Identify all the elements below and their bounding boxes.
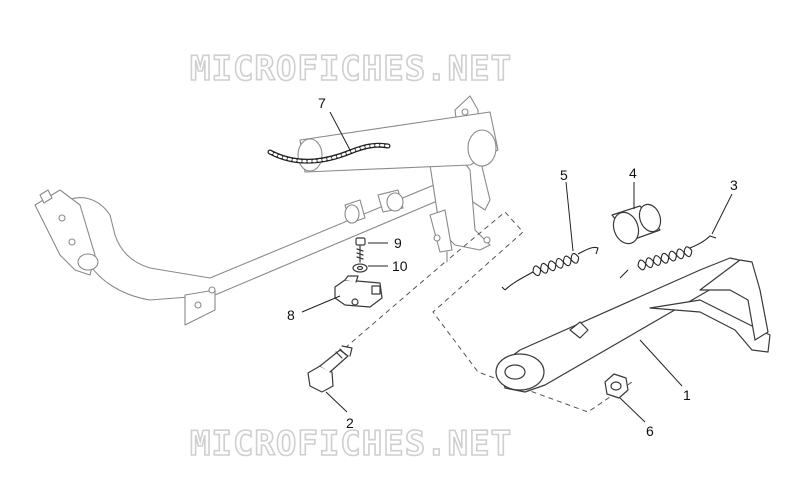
part-3-spring bbox=[619, 235, 717, 279]
leader-2 bbox=[325, 391, 348, 413]
watermark-bottom: MICROFICHES.NET bbox=[190, 424, 512, 464]
leader-6 bbox=[619, 397, 646, 423]
leader-7 bbox=[329, 111, 351, 151]
callout-7: 7 bbox=[318, 95, 326, 111]
pivot-tube bbox=[297, 111, 499, 173]
callout-1: 1 bbox=[683, 387, 691, 403]
callout-10: 10 bbox=[392, 258, 408, 274]
part-10-washer bbox=[352, 263, 368, 273]
part-6-nut bbox=[604, 373, 629, 399]
part-9-screw bbox=[355, 237, 366, 263]
callout-9: 9 bbox=[394, 235, 402, 251]
part-8-switch bbox=[334, 275, 383, 308]
callout-8: 8 bbox=[287, 307, 295, 323]
frame-tube bbox=[34, 169, 476, 326]
part-2-bolt bbox=[307, 345, 353, 393]
callout-4: 4 bbox=[629, 165, 637, 181]
part-1-side-stand bbox=[495, 257, 771, 393]
callouts: 1 2 3 4 5 6 7 8 9 10 bbox=[287, 95, 738, 439]
part-5-spring bbox=[501, 246, 599, 291]
alignment-path-stand bbox=[432, 211, 633, 413]
watermark-top: MICROFICHES.NET bbox=[190, 49, 512, 89]
leader-5 bbox=[565, 181, 574, 252]
leader-3 bbox=[711, 193, 733, 235]
callout-6: 6 bbox=[646, 423, 654, 439]
part-4-bushing bbox=[611, 203, 662, 245]
callout-5: 5 bbox=[560, 167, 568, 183]
callout-2: 2 bbox=[346, 415, 354, 431]
leader-8 bbox=[301, 295, 341, 313]
leader-1 bbox=[639, 339, 683, 387]
part-7-hose bbox=[267, 142, 391, 164]
frame-bushings bbox=[344, 189, 404, 224]
callout-3: 3 bbox=[730, 177, 738, 193]
alignment-line-bolt bbox=[344, 261, 446, 349]
leader-lines bbox=[301, 111, 733, 423]
